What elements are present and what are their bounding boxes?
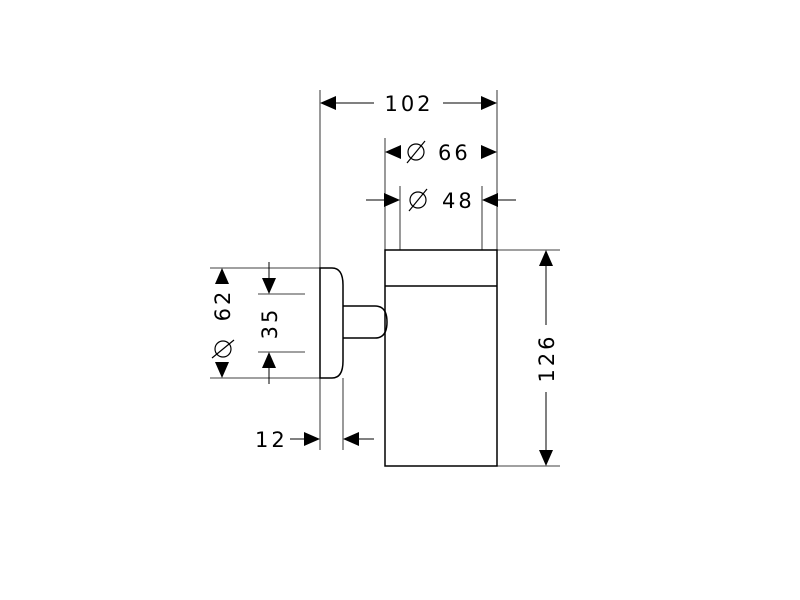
arrow-in-left	[384, 193, 400, 207]
dim-height: 126	[535, 250, 559, 466]
dim-label-48: 48	[442, 189, 475, 213]
diameter-symbol-icon	[211, 339, 235, 359]
wall-rosette	[319, 267, 344, 379]
cup-body	[384, 249, 498, 467]
dim-arm-diameter: 35	[258, 262, 282, 384]
dim-cup-outer-diameter: 66	[385, 140, 497, 165]
arrow-in-down	[262, 278, 276, 294]
arrow-in-right	[304, 432, 320, 446]
dim-cup-inner-diameter: 48	[366, 188, 516, 213]
arrow-down	[539, 450, 553, 466]
holder-arm	[343, 305, 388, 339]
arrow-up	[215, 268, 229, 284]
product-outline	[319, 249, 498, 467]
dim-label-66: 66	[438, 141, 471, 165]
arrow-up	[539, 250, 553, 266]
arrow-left	[320, 96, 336, 110]
dim-rosette-thickness: 12	[255, 428, 374, 452]
arrow-down	[215, 362, 229, 378]
dim-overall-depth: 102	[320, 92, 497, 116]
dim-label-12: 12	[255, 428, 288, 452]
dim-label-62: 62	[211, 289, 235, 322]
arrow-in-up	[262, 352, 276, 368]
dim-label-35: 35	[258, 307, 282, 340]
dim-rosette-diameter: 62	[211, 268, 235, 378]
dim-label-126: 126	[535, 333, 559, 382]
diameter-symbol-icon	[406, 140, 426, 164]
arrow-in-right	[482, 193, 498, 207]
arrow-right	[481, 145, 497, 159]
arrow-right	[481, 96, 497, 110]
arrow-left	[385, 145, 401, 159]
arrow-in-left	[343, 432, 359, 446]
diameter-symbol-icon	[408, 188, 428, 212]
dim-label-102: 102	[384, 92, 433, 116]
